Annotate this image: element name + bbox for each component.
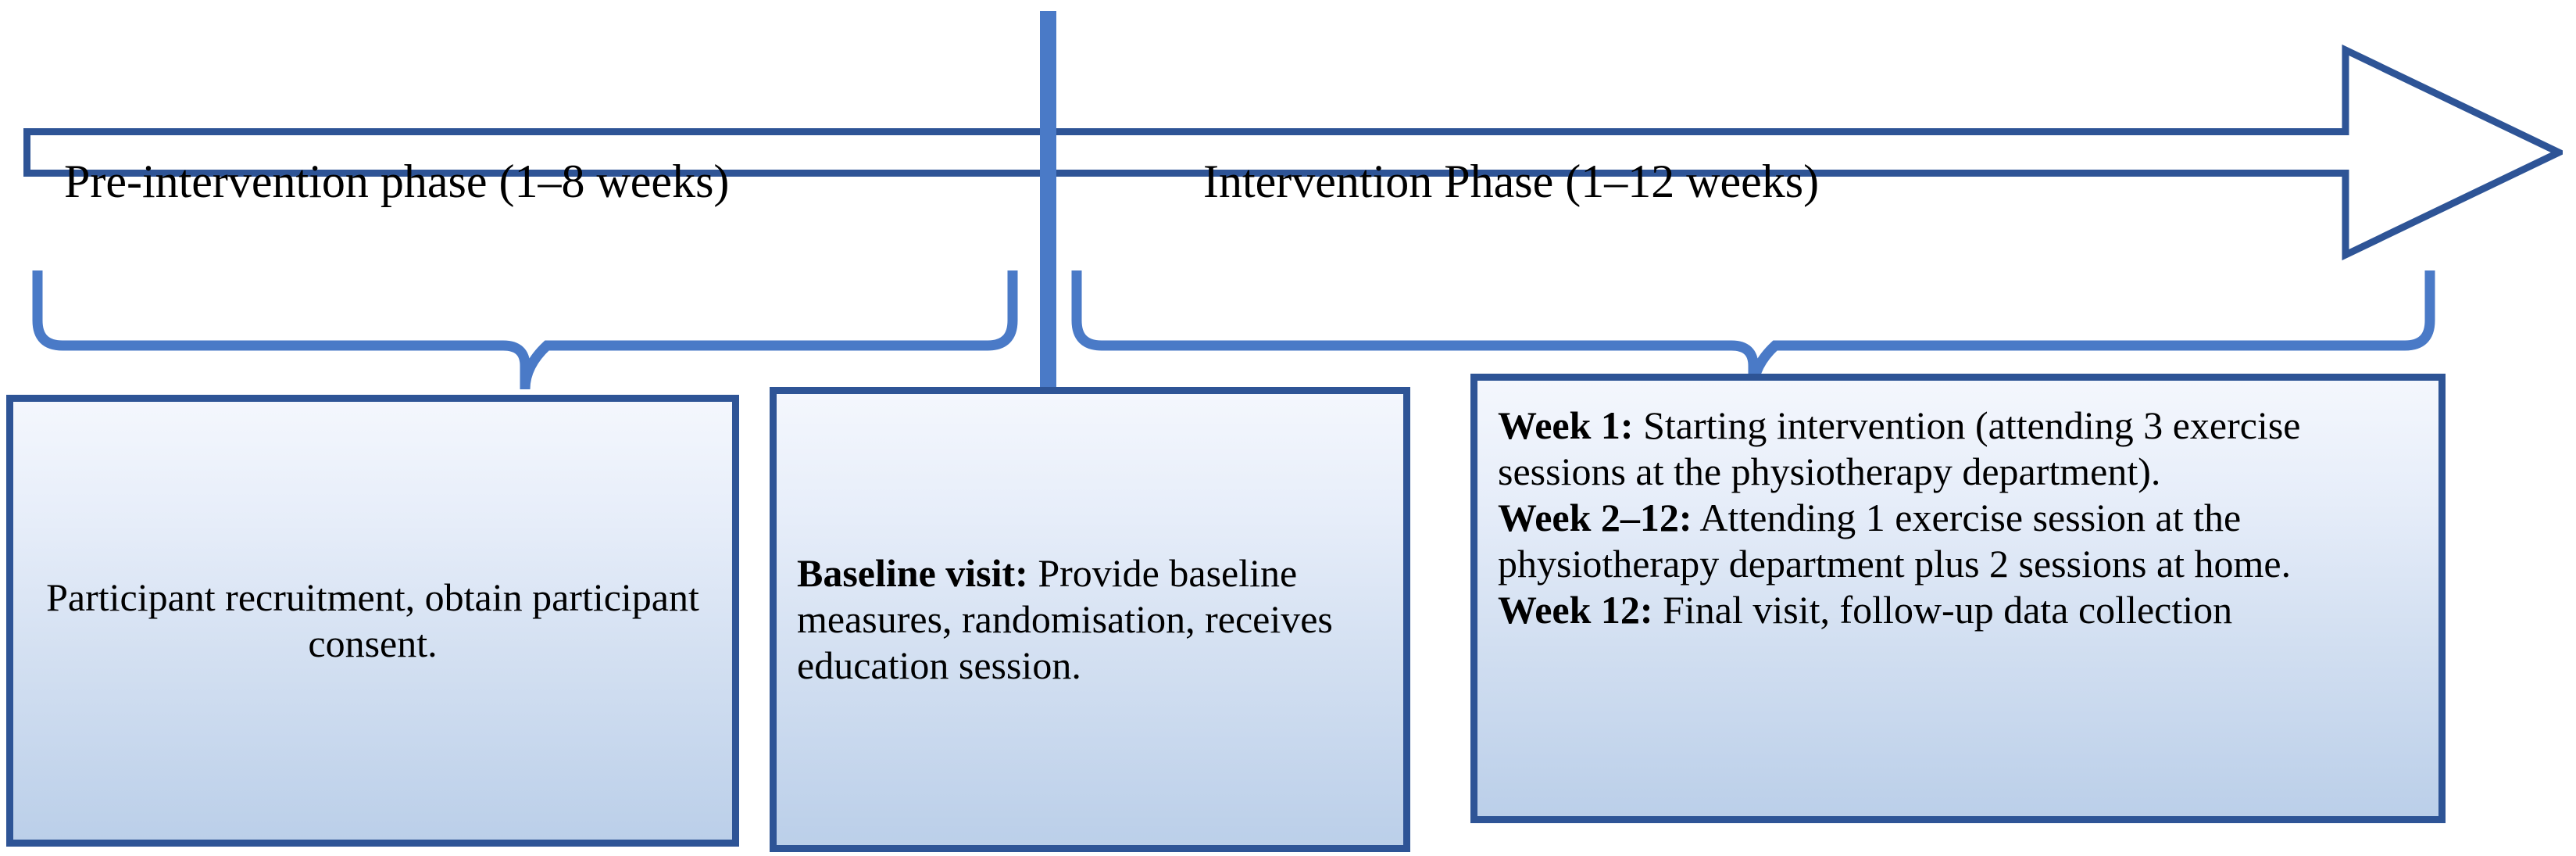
box3-row-week-1: Week 1: Starting intervention (attending… (1498, 403, 2418, 495)
brace-path (1071, 270, 2435, 390)
box3-label-week-2-12: Week 2–12: (1498, 496, 1692, 539)
brace-pre-intervention (9, 266, 1025, 395)
brace-path (32, 270, 1018, 390)
box2-line-text: Provide baseline measures, randomisation… (797, 551, 1333, 687)
box-intervention-schedule: Week 1: Starting intervention (attending… (1470, 374, 2446, 823)
arrow-outline (23, 44, 2563, 261)
box1-line-text: Participant recruitment, obtain particip… (46, 575, 699, 665)
phase-label-pre-intervention: Pre-intervention phase (1–8 weeks) (64, 156, 730, 207)
box-participant-recruitment: Participant recruitment, obtain particip… (6, 395, 739, 847)
box-text: Participant recruitment, obtain particip… (34, 575, 712, 667)
box-text: Baseline visit: Provide baseline measure… (797, 550, 1383, 689)
box3-row-week-12: Week 12: Final visit, follow-up data col… (1498, 587, 2418, 633)
phase-timeline-arrow (23, 41, 2563, 264)
box-text: Week 1: Starting intervention (attending… (1498, 395, 2418, 633)
phase-label-intervention: Intervention Phase (1–12 weeks) (1203, 156, 1820, 207)
box3-label-week-1: Week 1: (1498, 403, 1634, 447)
box3-row-week-2-12: Week 2–12: Attending 1 exercise session … (1498, 495, 2418, 587)
box3-text-week-1: Starting intervention (attending 3 exerc… (1498, 403, 2301, 493)
box-baseline-visit: Baseline visit: Provide baseline measure… (770, 387, 1410, 852)
box3-label-week-12: Week 12: (1498, 588, 1653, 632)
box3-text-week-12: Final visit, follow-up data collection (1652, 588, 2233, 632)
box2-line-label: Baseline visit: (797, 551, 1028, 595)
box3-text-week-2-12: Attending 1 exercise session at the phys… (1498, 496, 2292, 586)
phase-divider-line (1040, 11, 1056, 392)
